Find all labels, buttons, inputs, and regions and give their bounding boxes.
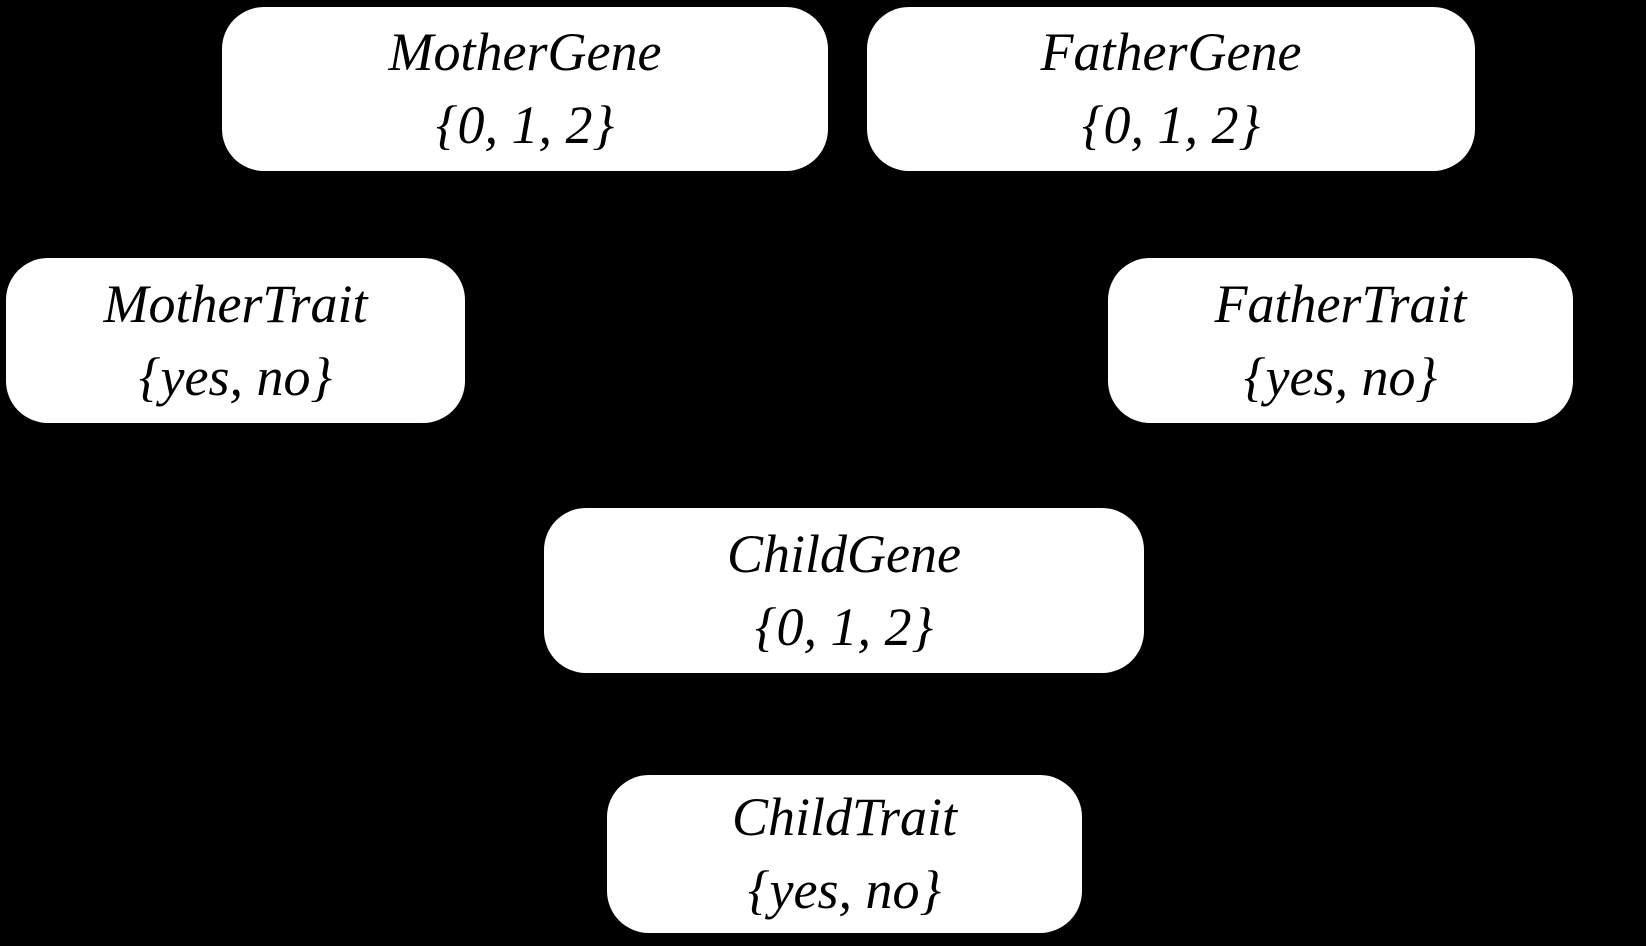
node-child-trait: ChildTrait {yes, no}	[607, 775, 1082, 933]
node-mother-gene-domain: {0, 1, 2}	[435, 95, 615, 155]
node-father-gene-label: FatherGene	[1040, 22, 1302, 82]
node-father-trait: FatherTrait {yes, no}	[1108, 258, 1573, 423]
node-mother-trait: MotherTrait {yes, no}	[6, 258, 465, 423]
node-child-gene-domain: {0, 1, 2}	[754, 596, 934, 657]
node-father-trait-domain: {yes, no}	[1243, 346, 1438, 407]
node-child-trait-domain: {yes, no}	[747, 860, 942, 920]
node-child-gene: ChildGene {0, 1, 2}	[544, 508, 1144, 673]
node-father-gene-domain: {0, 1, 2}	[1081, 95, 1261, 155]
node-mother-gene: MotherGene {0, 1, 2}	[222, 7, 828, 171]
node-child-gene-label: ChildGene	[727, 523, 961, 584]
node-mother-trait-domain: {yes, no}	[138, 346, 333, 407]
node-mother-gene-label: MotherGene	[388, 22, 662, 82]
node-father-trait-label: FatherTrait	[1214, 273, 1467, 334]
node-mother-trait-label: MotherTrait	[103, 273, 368, 334]
node-child-trait-label: ChildTrait	[731, 787, 958, 847]
node-father-gene: FatherGene {0, 1, 2}	[867, 7, 1475, 171]
